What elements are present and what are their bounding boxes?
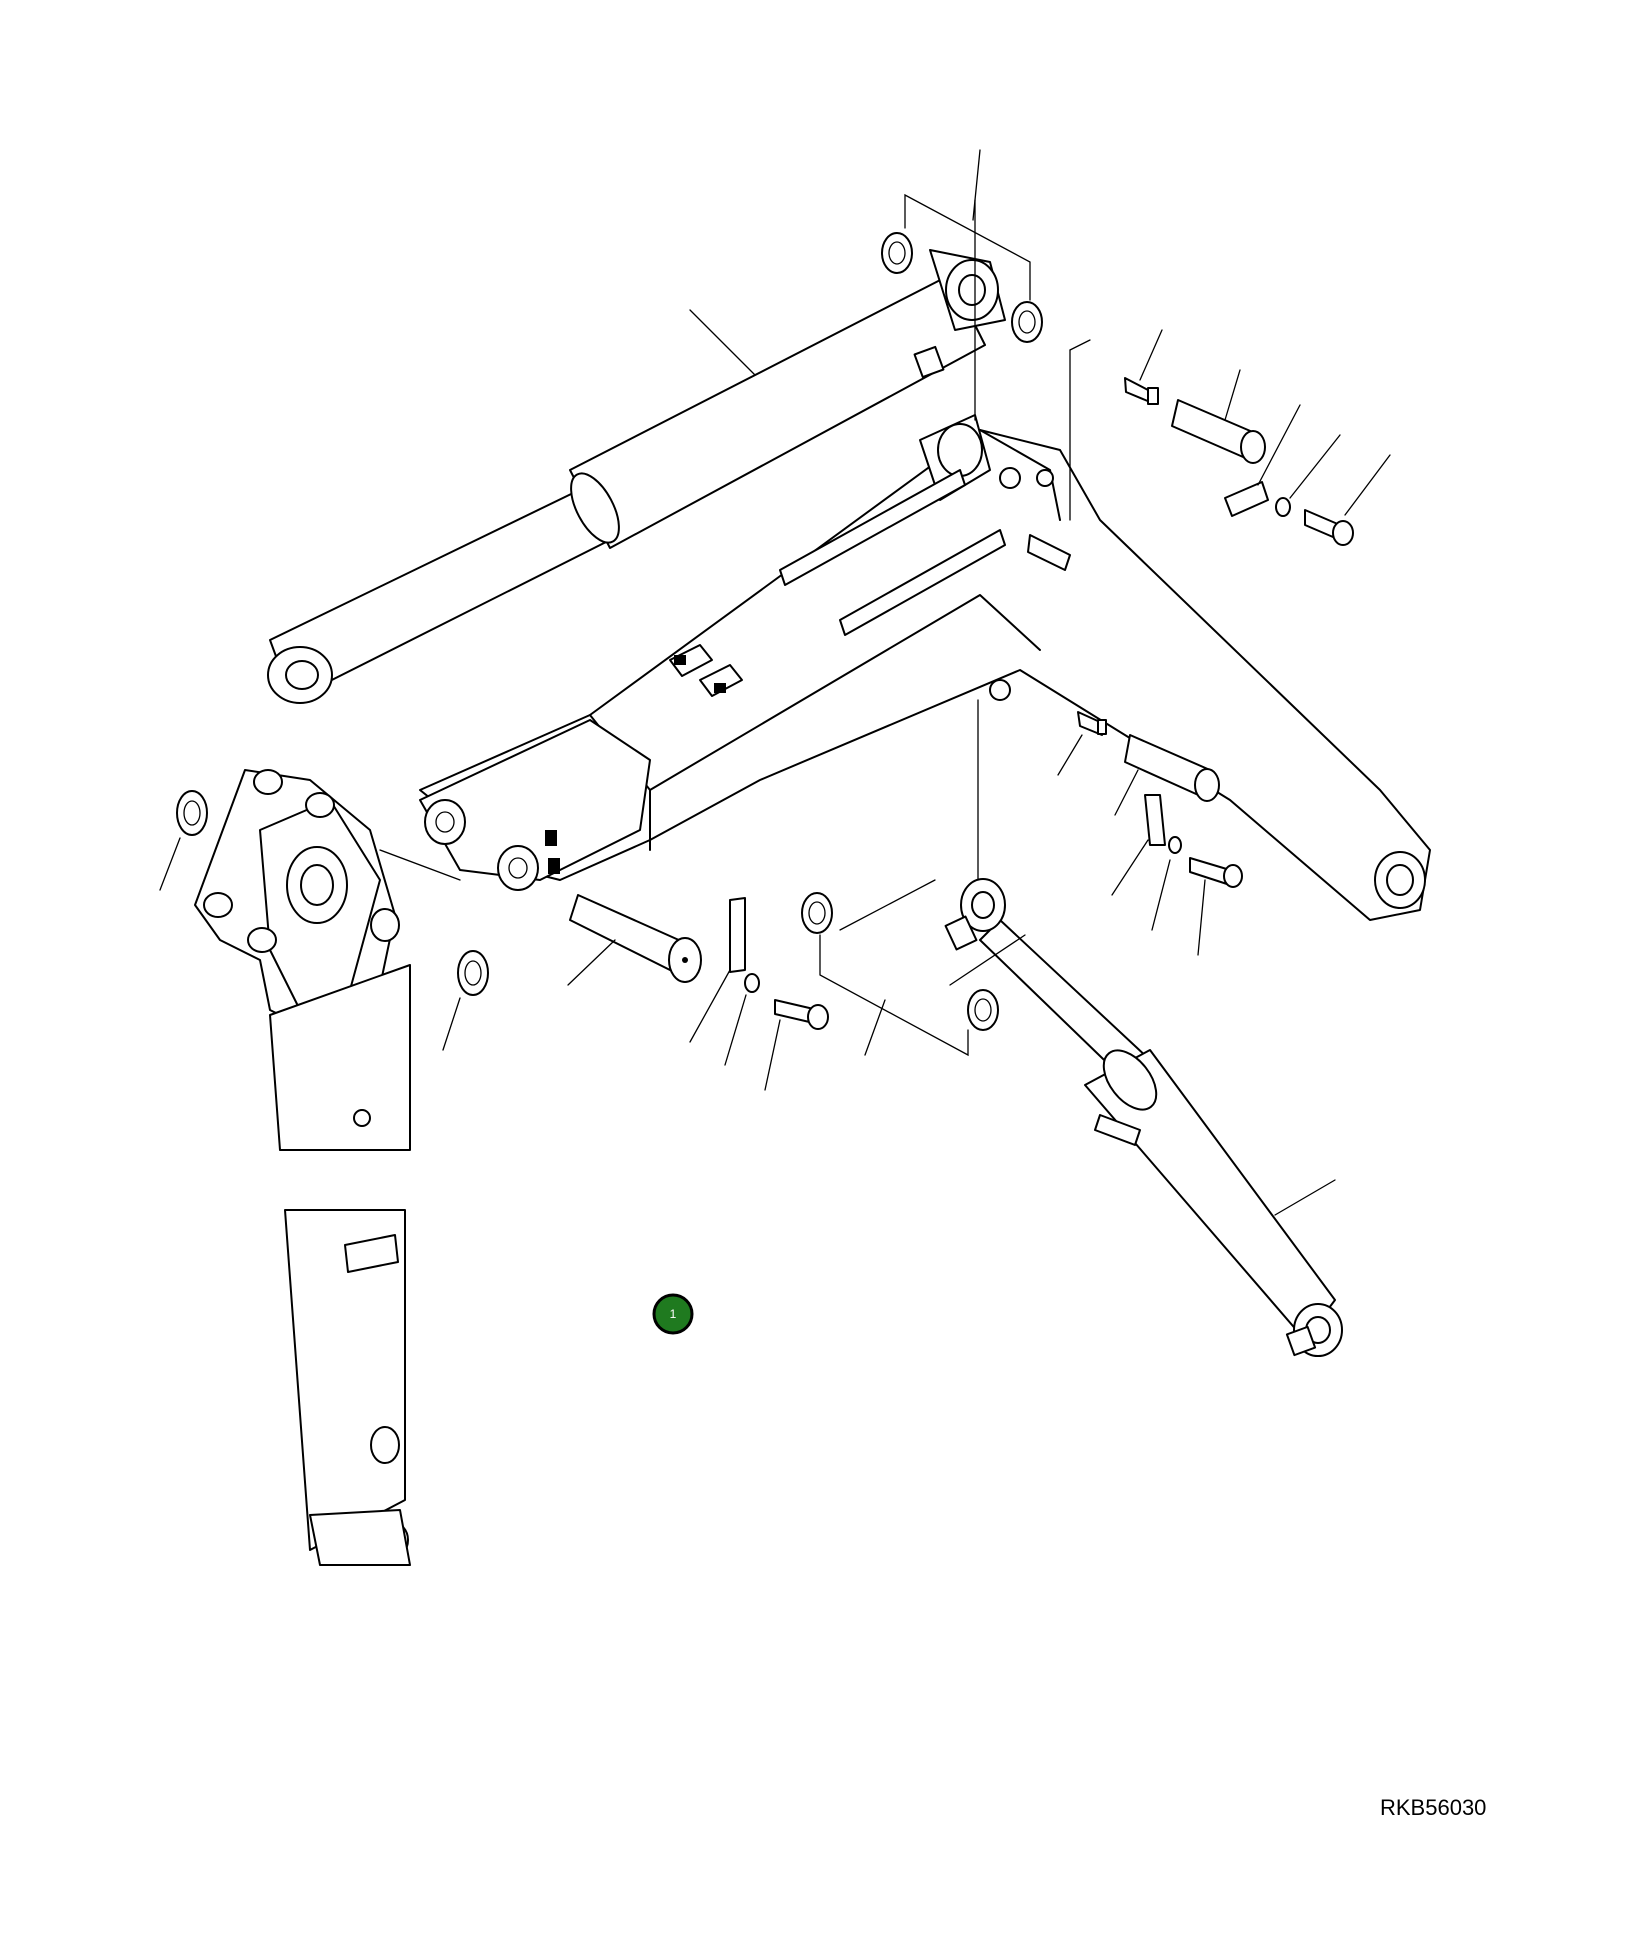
leader-line bbox=[1139, 329, 1163, 381]
bracket-line bbox=[904, 193, 1031, 301]
washer[interactable] bbox=[881, 232, 913, 274]
hotspot-label: 1 bbox=[670, 1307, 677, 1321]
leader-line bbox=[972, 149, 981, 221]
leader-line bbox=[689, 969, 731, 1043]
leader-line bbox=[1289, 434, 1341, 499]
leader-line bbox=[442, 997, 461, 1051]
leader-line bbox=[764, 1019, 781, 1091]
leader-line bbox=[1151, 859, 1171, 931]
arm-cylinder[interactable] bbox=[944, 878, 1343, 1357]
bracket-line bbox=[1069, 339, 1091, 351]
leader-line bbox=[689, 309, 756, 376]
washer[interactable] bbox=[176, 790, 208, 836]
washer-hole bbox=[1018, 310, 1036, 334]
hotspot-marker[interactable]: 1 bbox=[652, 1293, 694, 1335]
washer-hole bbox=[974, 998, 992, 1022]
washer[interactable] bbox=[457, 950, 489, 996]
boom-cylinder[interactable] bbox=[267, 249, 1006, 704]
pin-assembly-middle[interactable] bbox=[1077, 711, 1243, 888]
leader-line bbox=[1057, 734, 1083, 776]
washer-hole bbox=[808, 901, 826, 925]
pin-assembly-top[interactable] bbox=[1124, 377, 1354, 546]
leader-line bbox=[379, 849, 461, 881]
leader-line bbox=[1344, 454, 1391, 516]
leader-line bbox=[1274, 1179, 1336, 1216]
bracket-line bbox=[819, 934, 969, 1057]
washer-hole bbox=[183, 800, 201, 826]
washer[interactable] bbox=[1011, 301, 1043, 343]
arm[interactable] bbox=[194, 769, 411, 1566]
leader-line bbox=[567, 939, 616, 986]
leader-line bbox=[724, 994, 747, 1066]
leader-line bbox=[1224, 369, 1241, 421]
pin-assembly-bottom[interactable] bbox=[569, 894, 829, 1030]
leader-line bbox=[864, 999, 886, 1056]
washer[interactable] bbox=[801, 892, 833, 934]
boom[interactable] bbox=[419, 414, 1431, 921]
leader-line bbox=[1197, 879, 1206, 956]
washer[interactable] bbox=[967, 989, 999, 1031]
bracket-line bbox=[839, 879, 936, 931]
leader-line bbox=[159, 837, 181, 891]
washer-hole bbox=[888, 241, 906, 265]
leader-line bbox=[1111, 839, 1149, 896]
bracket-line bbox=[949, 934, 1026, 986]
leader-line bbox=[1114, 769, 1139, 816]
washer-hole bbox=[464, 960, 482, 986]
leader-line bbox=[1257, 404, 1301, 486]
drawing-code: RKB56030 bbox=[1380, 1795, 1487, 1820]
